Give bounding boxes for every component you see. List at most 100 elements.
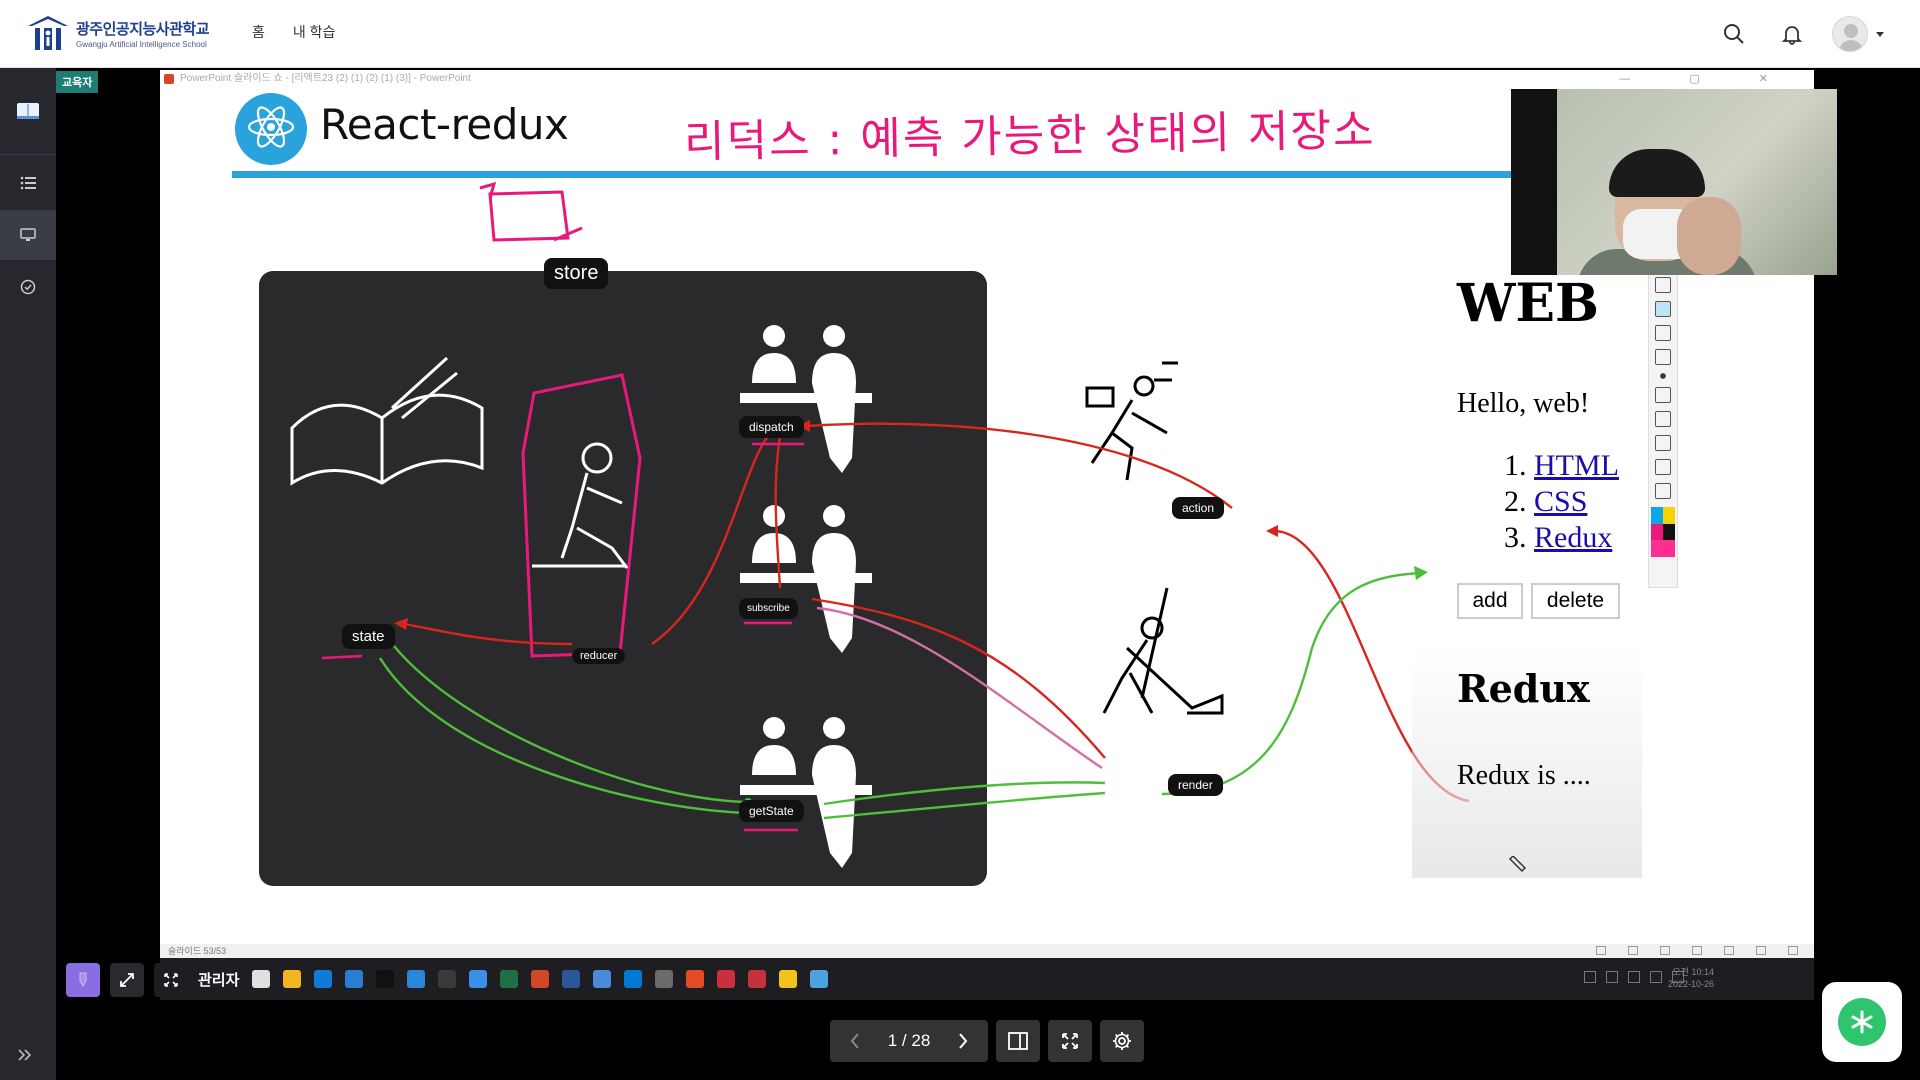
slide-title: React-redux <box>320 100 569 149</box>
notes-icon[interactable] <box>1628 946 1638 955</box>
pen-tool-icon[interactable] <box>1655 301 1671 317</box>
color-palette[interactable] <box>1651 507 1675 557</box>
taskbar-app-icon[interactable] <box>562 970 580 988</box>
trash-tool-icon[interactable] <box>1655 411 1671 427</box>
eraser-tool-icon[interactable] <box>1655 349 1671 365</box>
assistant-fab-button[interactable] <box>1838 998 1886 1046</box>
taskbar-app-icon[interactable] <box>593 970 611 988</box>
link-html[interactable]: HTML <box>1534 449 1619 482</box>
sidebar-item-monitor[interactable] <box>0 210 56 260</box>
taskbar-app-icon[interactable] <box>345 970 363 988</box>
link-redux[interactable]: Redux <box>1534 521 1613 554</box>
palette-swatch[interactable] <box>1651 523 1663 541</box>
palette-swatch[interactable] <box>1663 507 1675 524</box>
web-topic-list: 1. HTML 2. CSS 3. Redux <box>1504 448 1619 556</box>
undo-tool-icon[interactable] <box>1655 387 1671 403</box>
reading-view-icon[interactable] <box>1756 946 1766 955</box>
camera-tool-icon[interactable] <box>1655 459 1671 475</box>
expand-arrows-icon <box>120 973 134 987</box>
left-sidebar <box>0 68 56 1080</box>
normal-view-icon[interactable] <box>1692 946 1702 955</box>
node-state: state <box>342 624 395 649</box>
nav-my-learning[interactable]: 내 학습 <box>292 24 336 40</box>
settings-button[interactable] <box>1100 1020 1144 1062</box>
ppt-window-controls: — ▢ ✕ <box>1619 73 1796 85</box>
slide-header-rule <box>232 171 1747 178</box>
link-css[interactable]: CSS <box>1534 485 1588 518</box>
slide: React-redux 리덕스 : 예측 가능한 상태의 저장소 <box>232 88 1747 924</box>
taskbar-app-icon[interactable] <box>717 970 735 988</box>
role-badge: 교육자 <box>56 71 99 93</box>
monitor-icon <box>20 228 36 241</box>
taskbar-app-icon[interactable] <box>624 970 642 988</box>
taskbar-app-icon[interactable] <box>283 970 301 988</box>
sidebar-item-list[interactable] <box>0 158 56 208</box>
palette-swatch[interactable] <box>1663 540 1675 557</box>
shared-powerpoint-window: PowerPoint 슬라이드 쇼 - [리액트23 (2) (1) (2) (… <box>160 70 1814 958</box>
taskbar-app-icon[interactable] <box>438 970 456 988</box>
asterisk-icon <box>1851 1010 1873 1034</box>
avatar[interactable] <box>1832 16 1868 52</box>
taskbar-app-icon[interactable] <box>810 970 828 988</box>
top-navigation-bar: 광주인공지능사관학교 Gwangju Artificial Intelligen… <box>0 0 1920 68</box>
line-tool-icon[interactable] <box>1655 325 1671 341</box>
list-icon <box>20 176 36 190</box>
tray-icon <box>1584 971 1596 983</box>
next-slide-icon[interactable] <box>1660 946 1670 955</box>
notification-button[interactable] <box>1774 16 1810 52</box>
capture-pen-button[interactable] <box>66 963 100 997</box>
prev-slide-icon[interactable] <box>1596 946 1606 955</box>
page-navigator: 1 / 28 <box>830 1020 988 1062</box>
check-circle-icon <box>20 279 36 295</box>
header-actions <box>1716 16 1884 52</box>
taskbar-app-icon[interactable] <box>779 970 797 988</box>
taskbar-app-icon[interactable] <box>314 970 332 988</box>
prev-page-button[interactable] <box>840 1020 870 1062</box>
annotation-pen-toolbar <box>1648 272 1678 588</box>
green-flow-arrows <box>378 571 1421 820</box>
pointer-tool-icon[interactable] <box>1655 277 1671 293</box>
taskbar-app-icon[interactable] <box>531 970 549 988</box>
bell-icon <box>1781 26 1803 45</box>
gear-icon <box>1113 1032 1131 1050</box>
next-page-button[interactable] <box>948 1020 978 1062</box>
web-hello: Hello, web! <box>1457 388 1590 419</box>
sidebar-expand-button[interactable] <box>18 1048 32 1066</box>
red-arrowheads <box>394 420 1278 630</box>
dot-tool-icon[interactable] <box>1660 373 1666 379</box>
palette-swatch[interactable] <box>1663 523 1675 541</box>
layout-toggle-button[interactable] <box>996 1020 1040 1062</box>
palette-swatch[interactable] <box>1651 507 1663 524</box>
node-reducer: reducer <box>572 648 626 664</box>
delete-button[interactable]: delete <box>1531 583 1620 619</box>
taskbar-app-icon[interactable] <box>252 970 270 988</box>
sorter-view-icon[interactable] <box>1724 946 1734 955</box>
school-logo[interactable]: 광주인공지능사관학교 Gwangju Artificial Intelligen… <box>26 12 210 54</box>
taskbar-app-icon[interactable] <box>500 970 518 988</box>
sidebar-item-book[interactable] <box>0 86 56 136</box>
search-button[interactable] <box>1716 16 1752 52</box>
capture-fullscreen-button[interactable] <box>154 963 188 997</box>
web-title: WEB <box>1457 273 1599 334</box>
split-layout-icon <box>1008 1032 1028 1050</box>
add-button[interactable]: add <box>1457 583 1523 619</box>
fullscreen-button[interactable] <box>1048 1020 1092 1062</box>
taskbar-app-icon[interactable] <box>376 970 394 988</box>
ppt-view-buttons <box>1596 946 1798 955</box>
node-render: render <box>1168 774 1223 796</box>
sidebar-item-check[interactable] <box>0 262 56 312</box>
clipboard-tool-icon[interactable] <box>1655 483 1671 499</box>
taskbar-app-icon[interactable] <box>655 970 673 988</box>
palette-swatch[interactable] <box>1651 540 1663 557</box>
taskbar-app-icon[interactable] <box>686 970 704 988</box>
slideshow-icon[interactable] <box>1788 946 1798 955</box>
capture-expand-button[interactable] <box>110 963 144 997</box>
taskbar-app-icon[interactable] <box>407 970 425 988</box>
chevron-down-icon[interactable] <box>1876 31 1884 37</box>
taskbar-app-icon[interactable] <box>748 970 766 988</box>
construction-worker-icon <box>1102 587 1224 715</box>
taskbar-app-icon[interactable] <box>469 970 487 988</box>
list-item: 3. Redux <box>1504 521 1613 554</box>
board-tool-icon[interactable] <box>1655 435 1671 451</box>
nav-home[interactable]: 홈 <box>252 24 265 40</box>
